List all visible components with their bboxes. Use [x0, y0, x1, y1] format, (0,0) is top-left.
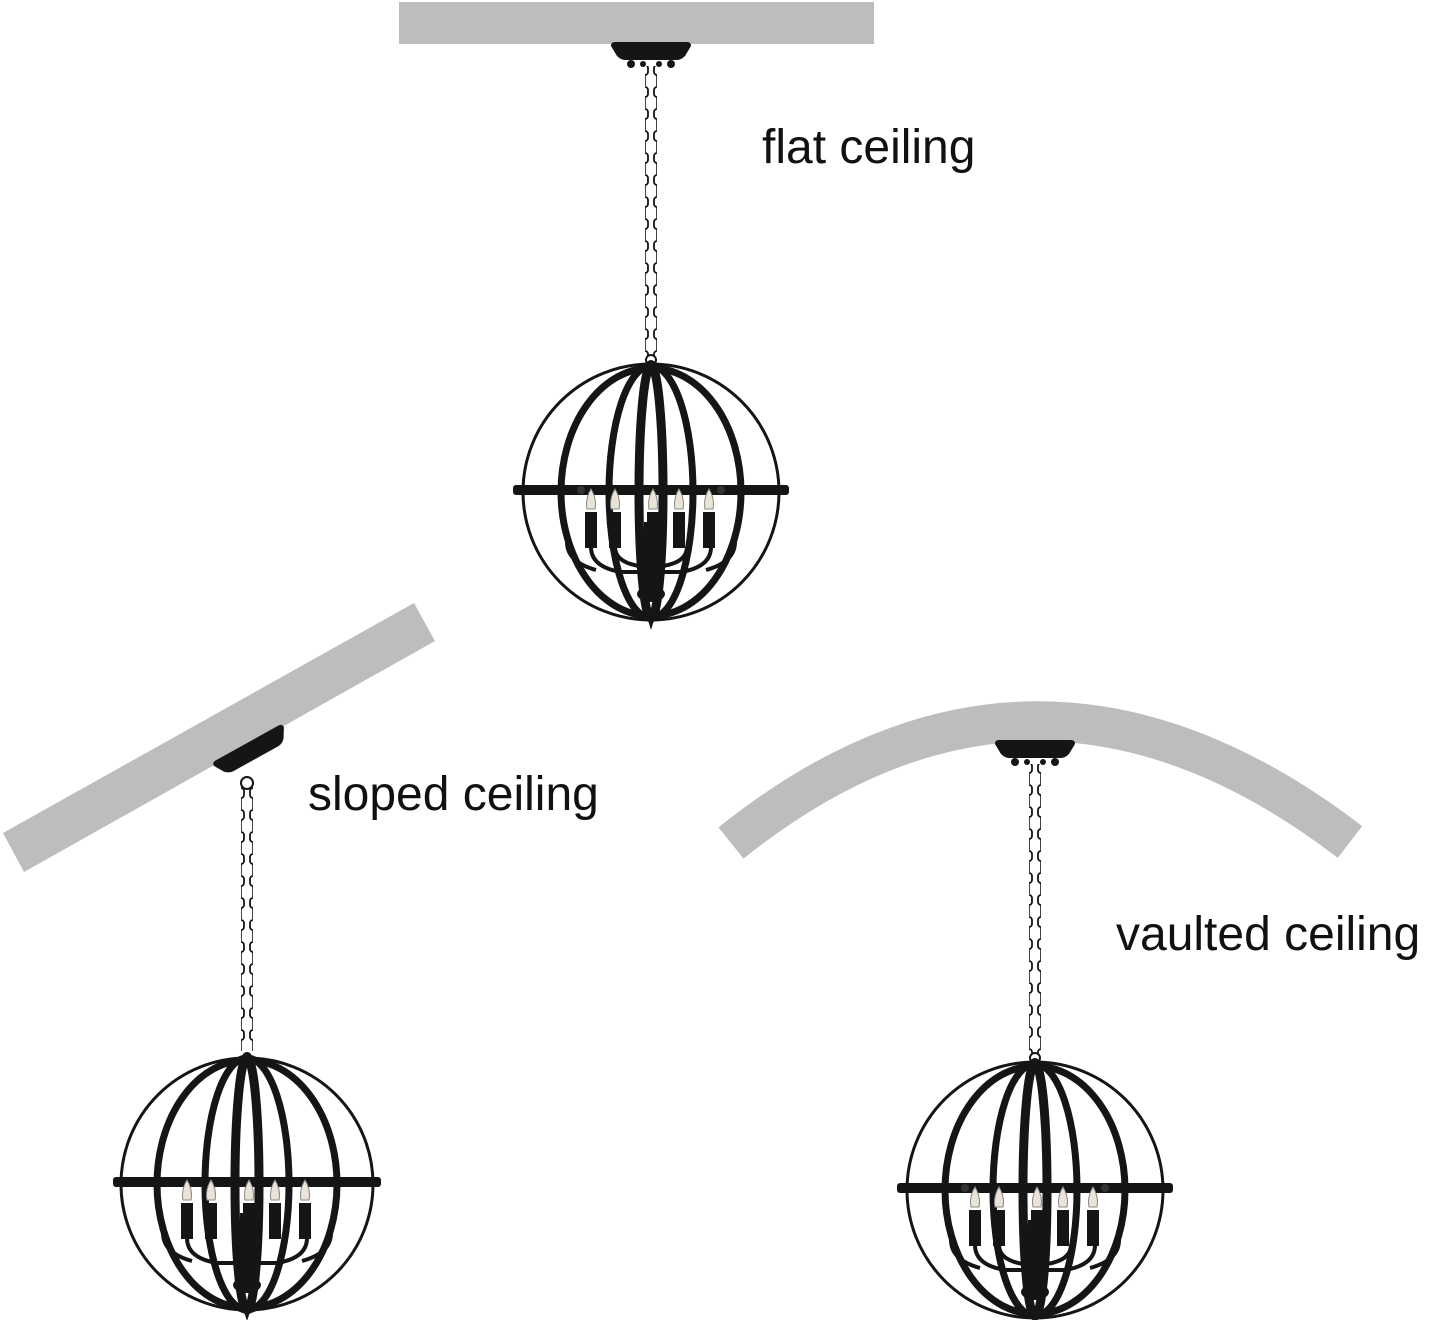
sloped-ceiling-bar — [3, 603, 435, 872]
flat-ceiling-bar — [399, 2, 874, 44]
vaulted-ceiling-label: vaulted ceiling — [1116, 908, 1421, 961]
flat-ceiling-label: flat ceiling — [762, 121, 976, 174]
globe-chandelier-icon — [113, 724, 381, 1320]
sloped-ceiling-label: sloped ceiling — [308, 768, 599, 821]
globe-chandelier-icon — [897, 740, 1173, 1320]
vaulted-ceiling-arc — [718, 701, 1363, 859]
globe-chandelier-icon — [513, 42, 789, 630]
